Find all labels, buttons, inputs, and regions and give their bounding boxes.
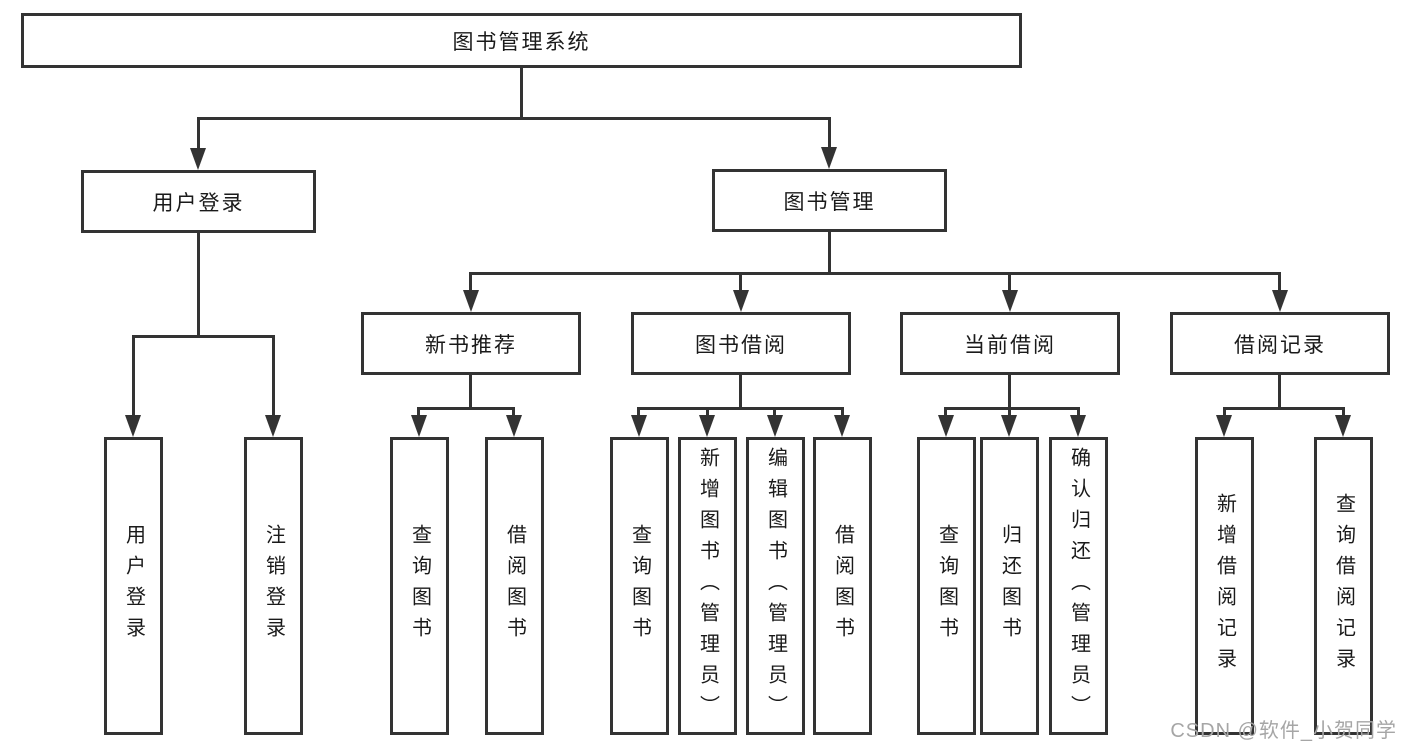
node-label: 用户登录 <box>152 191 245 215</box>
node-label: 借阅记录 <box>1234 333 1326 357</box>
leaf-query-books-recommend: 查询图书 <box>390 437 449 735</box>
leaf-label: 新增图书（管理员） <box>696 446 719 726</box>
connector-group-stub <box>1008 375 1011 410</box>
arrow-down-icon <box>506 415 522 437</box>
node-book-borrowing: 图书借阅 <box>631 312 851 375</box>
arrow-down-icon <box>411 415 427 437</box>
connector-level3-rail <box>469 272 1281 275</box>
connector-group-rail <box>417 407 515 410</box>
connector-root-stub <box>520 68 523 120</box>
connector-group-rail <box>944 407 1080 410</box>
connector-shaft-leaf <box>637 407 640 419</box>
arrow-down-icon <box>733 290 749 312</box>
leaf-query-books-borrowing: 查询图书 <box>610 437 669 735</box>
node-label: 图书管理系统 <box>452 30 591 54</box>
connector-group-stub <box>739 375 742 410</box>
node-label: 图书借阅 <box>695 333 787 357</box>
connector-shaft-leaf <box>1342 407 1345 419</box>
connector-shaft-leaf <box>132 335 135 418</box>
connector-shaft-leaf <box>841 407 844 419</box>
arrow-down-icon <box>699 415 715 437</box>
arrow-down-icon <box>265 415 281 437</box>
leaf-label: 用户登录 <box>122 524 145 648</box>
leaf-label: 查询借阅记录 <box>1332 493 1355 679</box>
leaf-label: 归还图书 <box>998 524 1021 648</box>
arrow-down-icon <box>1335 415 1351 437</box>
leaf-borrow-books-borrowing: 借阅图书 <box>813 437 872 735</box>
arrow-down-icon <box>125 415 141 437</box>
connector-shaft-leaf <box>944 407 947 419</box>
connector-shaft-leaf <box>272 335 275 418</box>
arrow-down-icon <box>1070 415 1086 437</box>
leaf-label: 借阅图书 <box>831 524 854 648</box>
arrow-down-icon <box>938 415 954 437</box>
connector-shaft-leaf <box>417 407 420 419</box>
connector-group-stub <box>469 375 472 410</box>
leaf-label: 查询图书 <box>935 524 958 648</box>
node-library-management-system: 图书管理系统 <box>21 13 1022 68</box>
connector-shaft-level3 <box>1008 272 1011 292</box>
connector-shaft-book-mgmt <box>828 117 831 150</box>
leaf-add-borrow-record: 新增借阅记录 <box>1195 437 1254 735</box>
arrow-down-icon <box>463 290 479 312</box>
leaf-add-book-admin: 新增图书（管理员） <box>678 437 737 735</box>
node-label: 新书推荐 <box>425 333 517 357</box>
arrow-down-icon <box>1272 290 1288 312</box>
node-label: 图书管理 <box>783 190 876 214</box>
connector-shaft-leaf <box>706 407 709 419</box>
arrow-down-icon <box>190 148 206 170</box>
node-current-borrowing: 当前借阅 <box>900 312 1120 375</box>
connector-group-stub <box>1278 375 1281 410</box>
arrow-down-icon <box>767 415 783 437</box>
connector-shaft-level3 <box>1278 272 1281 292</box>
connector-user-login-rail <box>132 335 275 338</box>
connector-shaft-leaf <box>1008 407 1011 419</box>
connector-group-rail <box>637 407 844 410</box>
leaf-label: 注销登录 <box>262 524 285 648</box>
connector-group-rail <box>1223 407 1345 410</box>
watermark: CSDN @软件_小贺同学 <box>1170 720 1397 742</box>
leaf-query-books-current: 查询图书 <box>917 437 976 735</box>
connector-shaft-user-login <box>197 117 200 151</box>
connector-shaft-leaf <box>1077 407 1080 419</box>
node-label: 当前借阅 <box>964 333 1056 357</box>
node-borrowing-records: 借阅记录 <box>1170 312 1390 375</box>
leaf-user-login: 用户登录 <box>104 437 163 735</box>
leaf-logout: 注销登录 <box>244 437 303 735</box>
leaf-confirm-return-admin: 确认归还（管理员） <box>1049 437 1108 735</box>
leaf-label: 查询图书 <box>408 524 431 648</box>
arrow-down-icon <box>631 415 647 437</box>
leaf-edit-book-admin: 编辑图书（管理员） <box>746 437 805 735</box>
node-book-management: 图书管理 <box>712 169 947 232</box>
connector-book-mgmt-stub <box>828 232 831 275</box>
leaf-label: 查询图书 <box>628 524 651 648</box>
connector-shaft-leaf <box>773 407 776 419</box>
leaf-query-borrow-record: 查询借阅记录 <box>1314 437 1373 735</box>
leaf-label: 新增借阅记录 <box>1213 493 1236 679</box>
leaf-label: 确认归还（管理员） <box>1067 446 1090 726</box>
arrow-down-icon <box>1001 415 1017 437</box>
arrow-down-icon <box>1216 415 1232 437</box>
arrow-down-icon <box>821 147 837 169</box>
connector-level1-rail <box>197 117 831 120</box>
arrow-down-icon <box>834 415 850 437</box>
connector-shaft-leaf <box>1223 407 1226 419</box>
arrow-down-icon <box>1002 290 1018 312</box>
leaf-label: 编辑图书（管理员） <box>764 446 787 726</box>
connector-shaft-level3 <box>469 272 472 292</box>
node-new-book-recommendation: 新书推荐 <box>361 312 581 375</box>
connector-shaft-leaf <box>512 407 515 419</box>
connector-shaft-level3 <box>739 272 742 292</box>
leaf-borrow-books-recommend: 借阅图书 <box>485 437 544 735</box>
leaf-return-books: 归还图书 <box>980 437 1039 735</box>
connector-user-login-stub <box>197 233 200 338</box>
leaf-label: 借阅图书 <box>503 524 526 648</box>
node-user-login: 用户登录 <box>81 170 316 233</box>
